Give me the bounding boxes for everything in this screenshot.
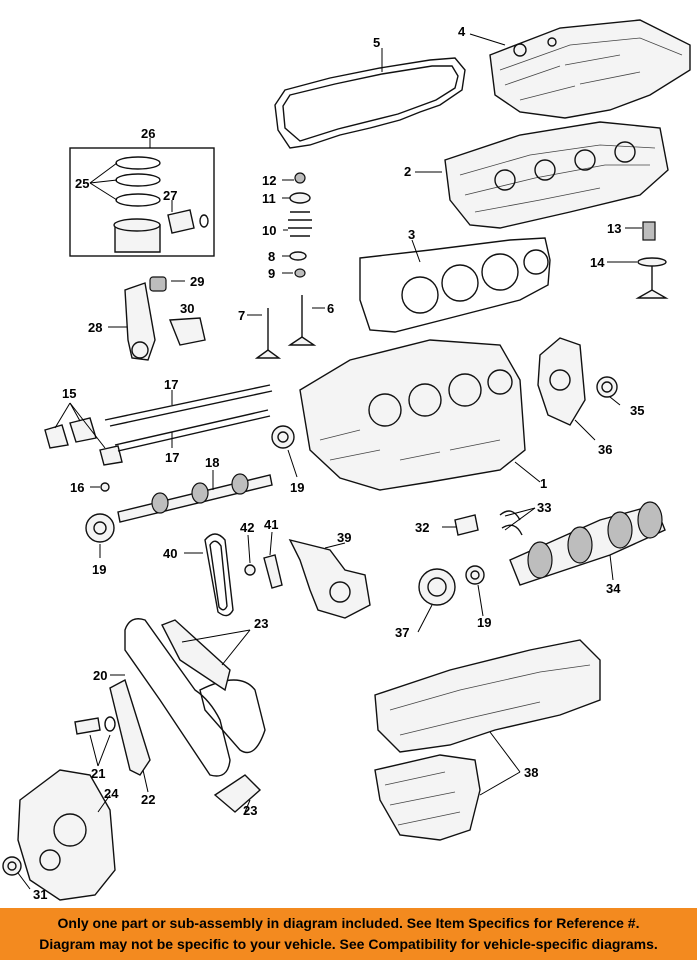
callout-27: 27 <box>163 188 177 203</box>
callout-19-cam: 19 <box>290 480 304 495</box>
callout-36: 36 <box>598 442 612 457</box>
callout-8: 8 <box>268 249 275 264</box>
callout-33: 33 <box>537 500 551 515</box>
callout-30: 30 <box>180 301 194 316</box>
chain-tensioner <box>74 716 116 735</box>
valves <box>254 295 317 359</box>
disclaimer-line-1: Only one part or sub-assembly in diagram… <box>57 915 640 931</box>
callout-9: 9 <box>268 266 275 281</box>
timing-chain <box>109 618 266 813</box>
engine-parts-diagram: 5 4 2 3 12 11 10 8 9 13 14 26 25 27 29 3… <box>2 19 691 902</box>
callout-38: 38 <box>524 765 538 780</box>
oil-pan-upper <box>374 639 601 753</box>
callout-15: 15 <box>62 386 76 401</box>
callout-3: 3 <box>408 227 415 242</box>
callout-labels: 5 4 2 3 12 11 10 8 9 13 14 26 25 27 29 3… <box>33 24 644 902</box>
valve-and-seal <box>635 221 669 299</box>
callout-24: 24 <box>104 786 119 801</box>
engine-block <box>299 339 526 491</box>
front-cover <box>2 769 116 901</box>
callout-5: 5 <box>373 35 380 50</box>
callout-35: 35 <box>630 403 644 418</box>
callout-1: 1 <box>540 476 547 491</box>
disclaimer-line-2: Diagram may not be specific to your vehi… <box>39 936 658 952</box>
cylinder-head <box>444 121 669 229</box>
callout-2: 2 <box>404 164 411 179</box>
callout-19-left: 19 <box>92 562 106 577</box>
callout-29: 29 <box>190 274 204 289</box>
callout-4: 4 <box>458 24 466 39</box>
callout-12: 12 <box>262 173 276 188</box>
callout-22: 22 <box>141 792 155 807</box>
callout-23-top: 23 <box>254 616 268 631</box>
valve-train-small-parts <box>288 172 312 278</box>
callout-26: 26 <box>141 126 155 141</box>
callout-39: 39 <box>337 530 351 545</box>
callout-28: 28 <box>88 320 102 335</box>
callout-37: 37 <box>395 625 409 640</box>
callout-32: 32 <box>415 520 429 535</box>
disclaimer-banner: Only one part or sub-assembly in diagram… <box>0 908 697 960</box>
rear-cover <box>537 337 618 426</box>
oil-pump <box>288 538 371 619</box>
callout-17-bottom: 17 <box>165 450 179 465</box>
callout-17-top: 17 <box>164 377 178 392</box>
valve-cover-gasket <box>274 57 466 149</box>
crank-bearings <box>454 510 523 536</box>
valve-cover <box>489 19 691 119</box>
callout-41: 41 <box>264 517 278 532</box>
callout-18: 18 <box>205 455 219 470</box>
callout-23-bottom: 23 <box>243 803 257 818</box>
callout-34: 34 <box>606 581 621 596</box>
oil-pan-lower <box>374 754 481 841</box>
connecting-rod <box>124 276 206 361</box>
callout-13: 13 <box>607 221 621 236</box>
head-gasket <box>359 237 551 333</box>
leader-lines <box>17 33 642 890</box>
oil-pump-chain <box>204 533 283 617</box>
harmonic-balancer <box>418 565 485 606</box>
rocker-arms <box>44 384 273 492</box>
camshaft <box>85 425 295 543</box>
callout-16: 16 <box>70 480 84 495</box>
callout-6: 6 <box>327 301 334 316</box>
callout-11: 11 <box>262 191 276 206</box>
callout-40: 40 <box>163 546 177 561</box>
callout-14: 14 <box>590 255 605 270</box>
callout-31: 31 <box>33 887 47 902</box>
callout-42: 42 <box>240 520 254 535</box>
callout-19-crank: 19 <box>477 615 491 630</box>
crankshaft <box>509 501 666 586</box>
callout-25: 25 <box>75 176 89 191</box>
piston-kit <box>69 147 215 257</box>
callout-20: 20 <box>93 668 107 683</box>
callout-21: 21 <box>91 766 105 781</box>
callout-7: 7 <box>238 308 245 323</box>
callout-10: 10 <box>262 223 276 238</box>
